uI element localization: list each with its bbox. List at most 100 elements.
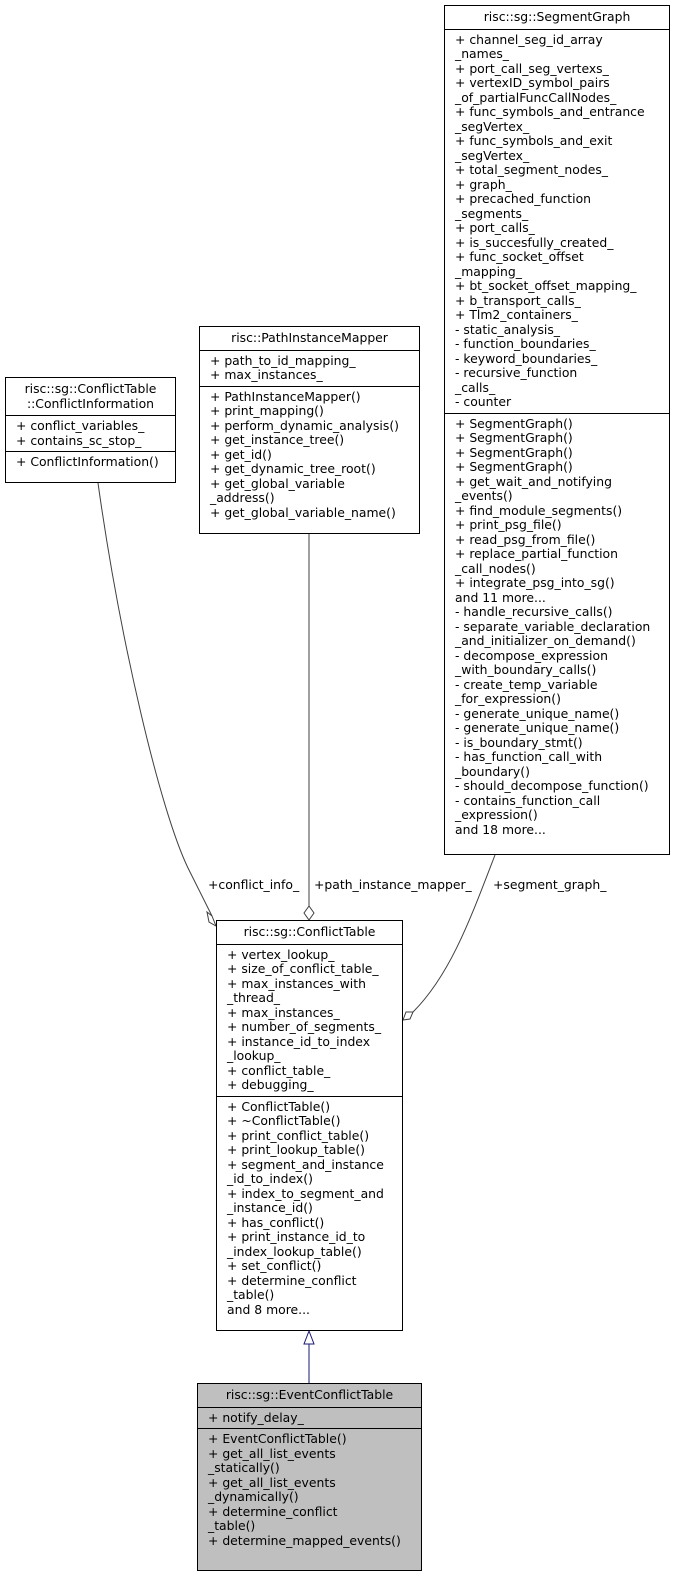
method-line: - separate_variable_declaration: [455, 618, 651, 634]
class-box-path-instance-mapper[interactable]: risc::PathInstanceMapper+ path_to_id_map…: [199, 326, 420, 534]
class-attributes-section: + vertex_lookup_+ size_of_conflict_table…: [217, 945, 402, 1097]
method-line: + index_to_segment_and: [227, 1185, 384, 1201]
class-attributes-section: + conflict_variables_+ contains_sc_stop_: [6, 416, 175, 452]
attribute-line: + graph_: [455, 176, 512, 192]
attribute-line: _segments_: [455, 205, 529, 221]
class-title: risc::sg::EventConflictTable: [225, 1387, 394, 1402]
attribute-line: + instance_id_to_index: [227, 1033, 371, 1049]
method-line: and 8 more...: [227, 1301, 310, 1317]
class-attributes-section: + path_to_id_mapping_+ max_instances_: [200, 351, 419, 387]
method-line: - handle_recursive_calls(): [455, 604, 613, 619]
attribute-line: + debugging_: [227, 1077, 314, 1092]
method-line: + replace_partial_function: [455, 546, 618, 561]
method-line: + determine_mapped_events(): [208, 1532, 401, 1548]
attribute-line: + channel_seg_id_array: [455, 31, 603, 47]
method-line: + print_mapping(): [210, 403, 324, 418]
method-line: _for_expression(): [455, 691, 561, 706]
attribute-line: _names_: [455, 46, 509, 61]
method-line: + get_global_variable: [210, 475, 345, 491]
method-line: + set_conflict(): [227, 1258, 322, 1273]
class-attributes-section: + notify_delay_: [198, 1408, 421, 1429]
attribute-line: _segVertex_: [455, 147, 530, 163]
method-line: _table(): [227, 1287, 275, 1302]
class-title: risc::sg::EventConflictTable: [198, 1384, 421, 1408]
method-line: _statically(): [208, 1460, 280, 1475]
method-line: - is_boundary_stmt(): [455, 734, 583, 750]
class-box-conflict-table[interactable]: risc::sg::ConflictTable+ vertex_lookup_+…: [216, 920, 403, 1331]
method-line: - generate_unique_name(): [455, 705, 620, 721]
method-line: + get_instance_tree(): [210, 432, 345, 447]
aggregation-diamond-conflict-info: [206, 910, 217, 928]
method-line: + segment_and_instance: [227, 1156, 384, 1172]
method-line: _events(): [455, 488, 513, 503]
class-title: ::ConflictInformation: [26, 395, 155, 411]
attribute-line: + func_socket_offset: [455, 249, 584, 264]
attribute-line: _calls_: [455, 379, 496, 395]
class-title: risc::sg::ConflictTable: [24, 381, 157, 396]
method-line: - decompose_expression: [455, 647, 608, 663]
attribute-line: _mapping_: [455, 263, 522, 279]
method-line: + find_module_segments(): [455, 502, 623, 518]
method-line: + print_lookup_table(): [227, 1142, 365, 1157]
class-title: risc::PathInstanceMapper: [231, 330, 388, 345]
edge-conflict-info: [97, 482, 213, 917]
attribute-line: - counter: [455, 394, 512, 409]
method-line: + perform_dynamic_analysis(): [210, 417, 399, 433]
method-line: + get_all_list_events: [208, 1474, 336, 1490]
class-title: risc::sg::SegmentGraph: [483, 9, 631, 24]
method-line: + get_global_variable_name(): [210, 504, 396, 520]
attribute-line: + path_to_id_mapping_: [210, 352, 356, 368]
method-line: _expression(): [455, 807, 538, 822]
method-line: + PathInstanceMapper(): [210, 388, 361, 404]
attribute-line: + max_instances_: [210, 367, 323, 382]
attribute-line: + is_succesfully_created_: [455, 234, 614, 250]
method-line: _address(): [210, 490, 275, 505]
method-line: and 18 more...: [455, 821, 546, 837]
attribute-line: + number_of_segments_: [227, 1019, 382, 1034]
attribute-line: - static_analysis_: [455, 321, 560, 337]
method-line: + ConflictTable(): [227, 1098, 331, 1114]
class-methods-section: + SegmentGraph()+ SegmentGraph()+ Segmen…: [445, 414, 669, 841]
method-line: - generate_unique_name(): [455, 720, 620, 735]
method-line: + read_psg_from_file(): [455, 531, 596, 547]
attribute-line: + func_symbols_and_entrance: [455, 104, 645, 119]
attribute-line: + b_transport_calls_: [455, 292, 581, 308]
edge-label-conflict-info: +conflict_info_: [208, 877, 300, 892]
attribute-line: + func_symbols_and_exit: [455, 133, 613, 148]
method-line: + get_all_list_events: [208, 1445, 336, 1461]
attribute-line: + conflict_table_: [227, 1062, 331, 1078]
method-line: _index_lookup_table(): [227, 1243, 362, 1259]
attribute-line: - function_boundaries_: [455, 336, 596, 351]
method-line: _boundary(): [455, 763, 530, 779]
class-title: risc::sg::ConflictTable: [243, 924, 376, 939]
method-line: + print_psg_file(): [455, 517, 562, 532]
attribute-line: + vertexID_symbol_pairs: [455, 75, 610, 90]
method-line: + print_instance_id_to: [227, 1229, 366, 1244]
method-line: + SegmentGraph(): [455, 430, 573, 445]
method-line: - create_temp_variable: [455, 676, 598, 692]
class-box-event-conflict-table[interactable]: risc::sg::EventConflictTable+ notify_del…: [197, 1383, 422, 1571]
attribute-line: + size_of_conflict_table_: [227, 961, 379, 976]
class-title: risc::PathInstanceMapper: [200, 327, 419, 351]
aggregation-diamond-segment-graph: [402, 1011, 414, 1021]
method-line: + ConflictInformation(): [16, 454, 159, 469]
method-line: and 11 more...: [455, 589, 546, 605]
class-box-conflict-information[interactable]: risc::sg::ConflictTable::ConflictInforma…: [5, 377, 176, 483]
method-line: + ~ConflictTable(): [227, 1113, 341, 1128]
method-line: + get_id(): [210, 446, 272, 462]
attribute-line: + notify_delay_: [208, 1409, 304, 1425]
method-line: + SegmentGraph(): [455, 444, 573, 460]
class-title: risc::sg::ConflictTable: [217, 921, 402, 945]
attribute-line: _segVertex_: [455, 118, 530, 134]
attribute-line: + port_call_seg_vertexs_: [455, 60, 609, 76]
class-box-segment-graph[interactable]: risc::sg::SegmentGraph+ channel_seg_id_a…: [444, 5, 670, 855]
method-line: _id_to_index(): [227, 1171, 313, 1186]
method-line: + EventConflictTable(): [208, 1431, 347, 1446]
edge-label-segment-graph: +segment_graph_: [493, 877, 607, 892]
attribute-line: + bt_socket_offset_mapping_: [455, 278, 637, 293]
inheritance-arrowhead: [303, 1329, 315, 1345]
attribute-line: _lookup_: [227, 1048, 281, 1063]
method-line: + SegmentGraph(): [455, 415, 573, 431]
attribute-line: + port_calls_: [455, 220, 535, 235]
